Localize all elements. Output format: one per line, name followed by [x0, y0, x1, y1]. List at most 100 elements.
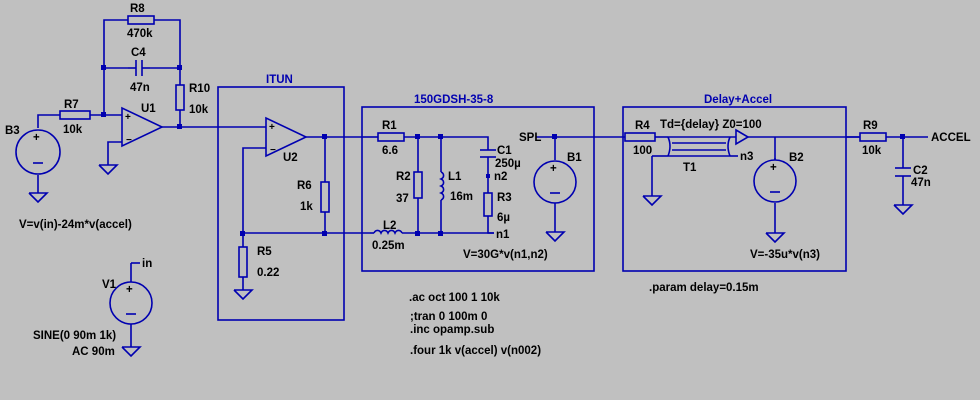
- svg-text:+: +: [126, 284, 133, 296]
- capacitor-c1[interactable]: C1 250µ: [480, 145, 521, 170]
- driver-wires: [363, 136, 608, 234]
- svg-text:R7: R7: [64, 99, 79, 111]
- net-label-n2: n2: [486, 171, 507, 183]
- source-b1[interactable]: + B1 V=30G*v(n1,n2): [463, 137, 582, 261]
- svg-text:47n: 47n: [911, 177, 931, 189]
- svg-text:V=30G*v(n1,n2): V=30G*v(n1,n2): [463, 249, 548, 261]
- ground-u1: [98, 164, 119, 176]
- svg-text:1k: 1k: [300, 201, 313, 213]
- directive-four: .four 1k v(accel) v(n002): [410, 345, 541, 357]
- svg-text:+: +: [550, 163, 557, 175]
- ground-b2: [765, 232, 786, 244]
- svg-text:0.25m: 0.25m: [372, 240, 405, 252]
- svg-text:R10: R10: [189, 83, 210, 95]
- input-stage-wires: [37, 19, 266, 193]
- svg-text:6µ: 6µ: [497, 212, 510, 224]
- svg-text:470k: 470k: [127, 28, 153, 40]
- svg-text:−: −: [126, 135, 132, 146]
- svg-text:B3: B3: [5, 125, 20, 137]
- capacitor-c2[interactable]: C2 47n: [895, 165, 931, 189]
- resistor-r3[interactable]: R3 6µ: [483, 192, 512, 224]
- resistor-r10[interactable]: R10 10k: [175, 83, 210, 116]
- directive-tran: ;tran 0 100m 0: [410, 311, 487, 323]
- resistor-r6[interactable]: R6 1k: [297, 180, 330, 213]
- svg-text:R8: R8: [130, 3, 145, 15]
- svg-text:SPL: SPL: [519, 132, 541, 144]
- svg-text:V=v(in)-24m*v(accel): V=v(in)-24m*v(accel): [19, 219, 132, 231]
- itun-wires: [242, 136, 370, 290]
- opamp-u1[interactable]: + − U1: [121, 103, 164, 148]
- svg-text:R1: R1: [382, 120, 397, 132]
- resistor-r7[interactable]: R7 10k: [59, 99, 91, 136]
- svg-text:V=-35u*v(n3): V=-35u*v(n3): [750, 249, 820, 261]
- svg-text:U1: U1: [141, 103, 156, 115]
- resistor-r2[interactable]: R2 37: [396, 171, 423, 205]
- svg-text:6.6: 6.6: [382, 145, 398, 157]
- svg-text:n1: n1: [496, 229, 510, 241]
- output-wires: [846, 136, 928, 205]
- svg-text:C4: C4: [131, 47, 146, 59]
- resistor-r5[interactable]: R5 0.22: [238, 246, 279, 279]
- svg-text:in: in: [142, 258, 152, 270]
- svg-text:V1: V1: [102, 279, 117, 291]
- svg-text:R5: R5: [257, 246, 272, 258]
- transmission-line-t1[interactable]: Td={delay} Z0=100 T1: [660, 119, 762, 174]
- itun-block: [217, 86, 345, 321]
- svg-text:L1: L1: [448, 171, 462, 183]
- directive-ac: .ac oct 100 1 10k: [409, 292, 500, 304]
- svg-text:R4: R4: [635, 120, 650, 132]
- svg-text:47n: 47n: [130, 82, 150, 94]
- svg-text:0.22: 0.22: [257, 267, 279, 279]
- svg-text:U2: U2: [283, 152, 298, 164]
- svg-text:250µ: 250µ: [495, 158, 521, 170]
- svg-text:+: +: [770, 162, 777, 174]
- ground-b1: [545, 231, 566, 243]
- net-label-spl: SPL: [519, 132, 541, 144]
- ground-r5: [233, 289, 254, 301]
- net-label-n1: n1: [488, 229, 510, 241]
- svg-text:−: −: [270, 145, 276, 156]
- driver-block: [361, 106, 595, 272]
- svg-text:100: 100: [633, 145, 652, 157]
- net-label-in: in: [142, 258, 152, 270]
- net-label-n3: n3: [740, 151, 753, 163]
- delay-block-title: Delay+Accel: [704, 94, 772, 106]
- ground-t1: [642, 195, 663, 207]
- svg-text:37: 37: [396, 193, 409, 205]
- driver-block-title: 150GDSH-35-8: [414, 94, 494, 106]
- resistor-r4[interactable]: R4 100: [624, 120, 656, 157]
- v1-wires: [130, 262, 140, 347]
- resistor-r1[interactable]: R1 6.6: [377, 120, 405, 157]
- svg-text:B1: B1: [567, 152, 582, 164]
- inductor-l2[interactable]: L2 0.25m: [372, 220, 405, 252]
- svg-text:ACCEL: ACCEL: [931, 132, 971, 144]
- svg-text:C1: C1: [497, 145, 512, 157]
- svg-text:10k: 10k: [862, 145, 882, 157]
- resistor-r9[interactable]: R9 10k: [859, 120, 887, 157]
- delay-block: [622, 106, 847, 272]
- capacitor-c4[interactable]: C4 47n: [128, 47, 150, 94]
- inductor-l1[interactable]: L1 16m: [439, 171, 473, 203]
- svg-text:10k: 10k: [63, 124, 83, 136]
- svg-text:T1: T1: [683, 162, 697, 174]
- source-v1[interactable]: + V1 SINE(0 90m 1k) AC 90m: [33, 279, 153, 358]
- source-b2[interactable]: + B2 V=-35u*v(n3): [750, 152, 820, 261]
- svg-text:SINE(0 90m 1k): SINE(0 90m 1k): [33, 330, 116, 342]
- svg-text:n2: n2: [494, 171, 507, 183]
- svg-text:R2: R2: [396, 171, 411, 183]
- opamp-u2[interactable]: + − U2: [265, 116, 308, 164]
- svg-text:B2: B2: [789, 152, 804, 164]
- svg-text:10k: 10k: [189, 104, 209, 116]
- ground-b3: [28, 192, 49, 204]
- delay-wires: [608, 136, 860, 233]
- directive-param: .param delay=0.15m: [649, 282, 759, 294]
- delay-arrow: [735, 128, 750, 146]
- svg-text:R6: R6: [297, 180, 312, 192]
- svg-text:R9: R9: [863, 120, 878, 132]
- source-b3[interactable]: + B3 V=v(in)-24m*v(accel): [5, 125, 132, 231]
- svg-text:16m: 16m: [450, 191, 473, 203]
- resistor-r8[interactable]: R8 470k: [127, 3, 155, 40]
- itun-block-title: ITUN: [266, 74, 293, 86]
- svg-text:R3: R3: [497, 192, 512, 204]
